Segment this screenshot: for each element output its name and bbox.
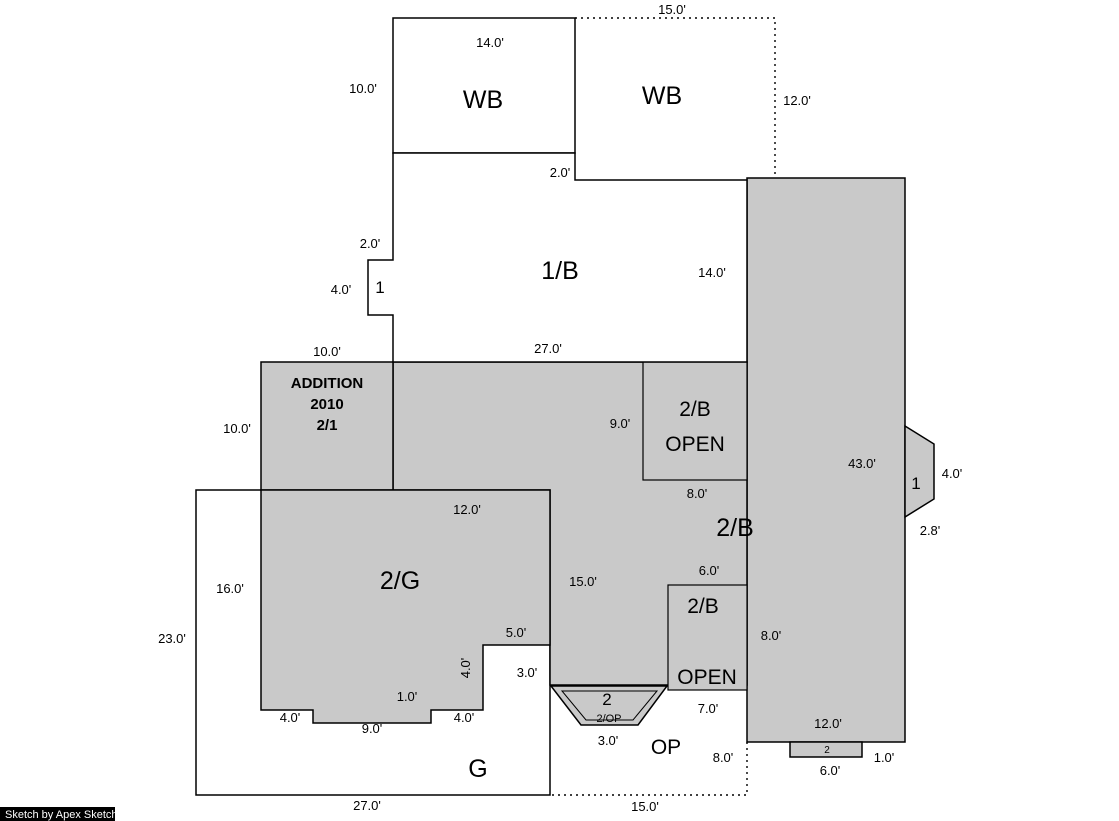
dim-garage-second-width: 12.0' [453,502,481,517]
dim-garage-bottom-mid: 9.0' [362,721,383,736]
label-wb-left: WB [463,86,503,114]
dim-open-porch-right: 8.0' [713,750,734,765]
dim-wb-right-height: 12.0' [783,93,811,108]
dim-addition-height: 10.0' [223,421,251,436]
label-second-floor: 2/B [716,514,754,542]
dim-wb-right-width: 15.0' [658,2,686,17]
label-garage-second: 2/G [380,567,420,595]
credit-bar [0,807,115,821]
porch-steps-outer [549,685,669,726]
label-bay-marker: 1 [911,474,920,493]
garage-second-floor-area [260,489,551,724]
dim-open-porch-width: 15.0' [631,799,659,814]
open-to-below-upper-box [642,361,748,481]
dim-open-upper-width: 8.0' [687,486,708,501]
label-steps-line1: 2 [602,690,611,709]
label-bump-marker: 1 [375,278,384,297]
label-garage: G [468,755,487,783]
dim-open-lower-height: 8.0' [761,628,782,643]
dim-notch-width: 5.0' [506,625,527,640]
label-rear-step-marker: 2 [824,745,830,756]
dim-garage-height: 23.0' [158,631,186,646]
bay-window [904,424,935,519]
dim-right-wing-height: 43.0' [848,456,876,471]
label-open-lower-line1: 2/B [687,595,719,618]
open-to-below-lower-box [667,584,748,691]
label-first-floor: 1/B [541,257,579,285]
dim-garage-bottom-left: 4.0' [280,710,301,725]
label-open-lower-line2: OPEN [677,666,737,689]
dim-garage-bottom-step: 1.0' [397,689,418,704]
dim-notch-height: 4.0' [458,658,473,679]
label-addition-line1: ADDITION [291,375,364,392]
dim-steps-bottom: 3.0' [598,733,619,748]
dim-bump-width: 2.0' [360,236,381,251]
label-addition-line3: 2/1 [317,417,338,434]
dim-first-floor-width: 27.0' [534,341,562,356]
dim-open-upper-height: 9.0' [610,416,631,431]
dim-garage-second-height: 16.0' [216,581,244,596]
first-floor-outline [367,152,748,363]
label-open-porch: OP [651,736,681,759]
dim-wb-left-height: 10.0' [349,81,377,96]
wb-right-dotted-outline [575,17,776,178]
label-open-upper-line1: 2/B [679,398,711,421]
dim-bay-angle: 2.8' [920,523,941,538]
dim-first-floor-height: 14.0' [698,265,726,280]
credit-text: Sketch by Apex Sketch [5,809,118,821]
dim-bay-height: 4.0' [942,466,963,481]
dim-rear-step-width: 6.0' [820,763,841,778]
dim-top-step: 2.0' [550,165,571,180]
right-wing-area [746,177,906,743]
dim-open-lower-width: 6.0' [699,563,720,578]
dim-bump-height: 4.0' [331,282,352,297]
dim-notch-bottom: 3.0' [517,665,538,680]
dim-second-floor-left: 15.0' [569,574,597,589]
dim-garage-width: 27.0' [353,798,381,813]
label-wb-right: WB [642,82,682,110]
dim-open-lower-bottom: 7.0' [698,701,719,716]
dim-right-wing-width: 12.0' [814,716,842,731]
dim-rear-step-height: 1.0' [874,750,895,765]
dim-garage-bottom-right: 4.0' [454,710,475,725]
wb-left-room [392,17,576,154]
label-steps-line2: 2/OP [596,713,621,725]
label-addition-line2: 2010 [310,396,343,413]
dim-addition-width: 10.0' [313,344,341,359]
dim-wb-left-width: 14.0' [476,35,504,50]
porch-steps-inner [560,690,659,721]
label-open-upper-line2: OPEN [665,433,725,456]
addition-area [260,361,394,491]
rear-step [789,741,863,758]
